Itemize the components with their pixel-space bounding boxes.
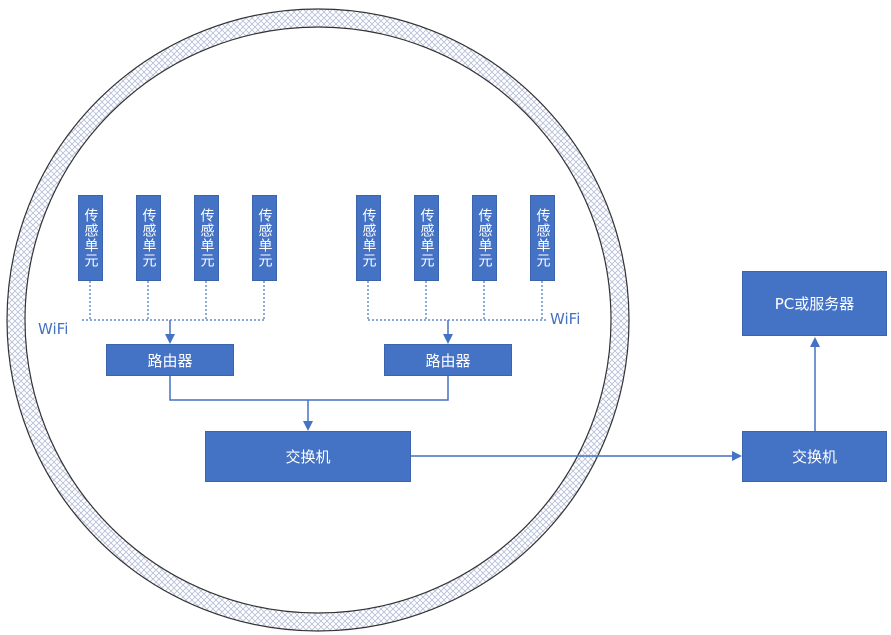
sensor-unit-right-4[interactable]: 传感单元 [530,195,555,281]
sensor-unit-left-4[interactable]: 传感单元 [252,195,277,281]
wifi-links-right [367,281,546,321]
wifi-label-left: WiFi [38,320,69,338]
sensor-unit-left-1[interactable]: 传感单元 [78,195,103,281]
site-switch[interactable]: 交换机 [205,431,411,482]
router-right[interactable]: 路由器 [384,344,512,376]
remote-switch[interactable]: 交换机 [742,431,887,482]
sensor-unit-left-2[interactable]: 传感单元 [136,195,161,281]
pc-or-server[interactable]: PC或服务器 [742,271,887,336]
routers-to-switch-line [169,376,449,401]
sensor-unit-right-3[interactable]: 传感单元 [472,195,497,281]
wifi-label-right: WiFi [550,310,581,328]
wifi-links-left [82,281,265,321]
connectors [165,320,820,461]
sensor-unit-right-1[interactable]: 传感单元 [356,195,381,281]
router-left[interactable]: 路由器 [106,344,234,376]
sensor-unit-right-2[interactable]: 传感单元 [414,195,439,281]
sensor-unit-left-3[interactable]: 传感单元 [194,195,219,281]
